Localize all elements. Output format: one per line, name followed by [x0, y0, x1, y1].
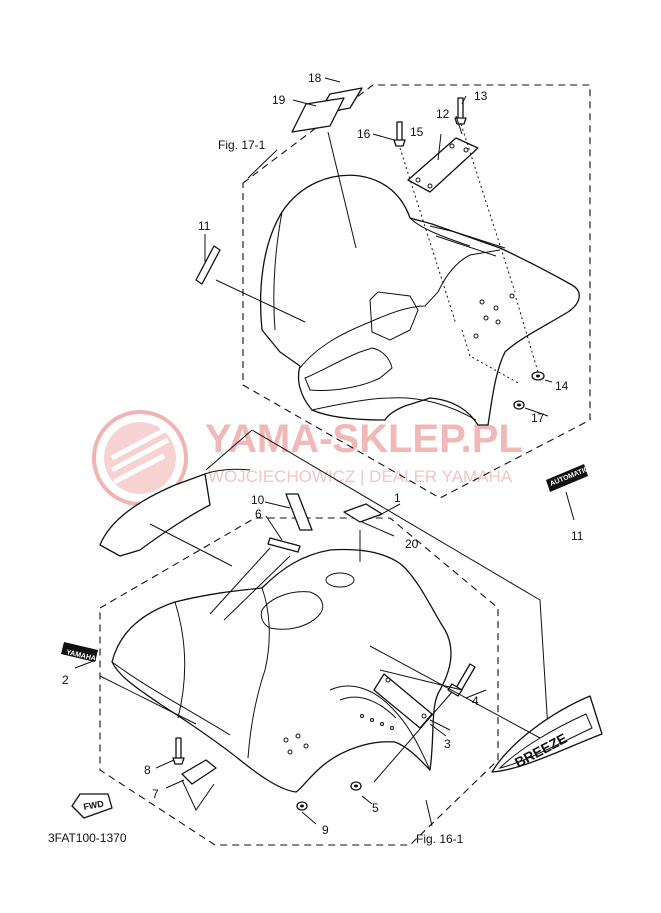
front-fender-holes — [283, 714, 394, 755]
decal-10 — [285, 493, 313, 531]
decal-6 — [267, 537, 301, 553]
rear-fender-ridge — [273, 211, 471, 331]
callout-13: 13 — [474, 89, 488, 103]
plate-15 — [407, 137, 479, 193]
watermark-brand: YAMA-SKLEP.PL — [205, 417, 523, 461]
bolt-4 — [447, 663, 476, 697]
washer-17-guide — [461, 329, 521, 385]
callout-18: 18 — [308, 71, 322, 85]
plate-3 — [373, 673, 433, 729]
bolt-16 — [393, 121, 406, 147]
callout-15: 15 — [410, 125, 424, 139]
decal-11-upper — [195, 245, 221, 285]
front-fender-cap-hole — [325, 572, 355, 588]
callout-6: 6 — [255, 507, 262, 521]
bolt-16-guide — [399, 147, 457, 325]
fwd-label: FWD — [83, 798, 105, 811]
callouts: 18 19 13 12 16 15 11 14 17 11 1 20 10 6 … — [48, 71, 584, 846]
front-side-cover-left — [99, 473, 211, 557]
callout-1: 1 — [394, 491, 401, 505]
rear-fender-tub — [304, 347, 393, 391]
bolt-13 — [454, 97, 467, 125]
rear-fender-group — [195, 84, 591, 499]
washer-14 — [531, 371, 545, 381]
watermark-subtitle: WOJCIECHOWICZ | DEALER YAMAHA — [208, 467, 513, 486]
front-fender — [111, 548, 452, 793]
callout-5: 5 — [372, 801, 379, 815]
callout-11-upper: 11 — [198, 219, 211, 233]
callout-14: 14 — [555, 379, 569, 393]
decal-20 — [343, 503, 383, 523]
washer-9 — [296, 801, 308, 811]
callout-3: 3 — [444, 737, 451, 751]
callout-16: 16 — [357, 127, 371, 141]
front-fender-fuel-cap-well — [260, 591, 324, 630]
rear-fender-seat-cutout — [369, 291, 419, 341]
front-fender-top-crest — [174, 587, 270, 759]
rear-fender-lower-edge — [311, 397, 477, 421]
front-fender-lower-edge — [111, 661, 231, 736]
decal-19 — [291, 97, 345, 133]
callout-2: 2 — [62, 673, 69, 687]
fig-16-1-label: Fig. 16-1 — [416, 832, 464, 846]
callout-12: 12 — [436, 107, 450, 121]
diagram-code: 3FAT100-1370 — [48, 831, 127, 845]
fig-17-1-boundary — [242, 84, 591, 499]
rear-fender-skirt — [429, 225, 506, 257]
callout-4: 4 — [472, 694, 479, 708]
decal-11-automatic: AUTOMATIC — [546, 464, 590, 492]
fender-outline-frame — [205, 429, 549, 731]
callout-7: 7 — [152, 787, 159, 801]
callout-9: 9 — [322, 823, 329, 837]
leader-lines — [74, 77, 575, 827]
callout-8: 8 — [144, 763, 151, 777]
callout-11-lower: 11 — [571, 529, 584, 543]
callout-20: 20 — [405, 537, 419, 551]
fig-17-1-label: Fig. 17-1 — [218, 138, 266, 152]
watermark: YAMA-SKLEP.PL WOJCIECHOWICZ | DEALER YAM… — [92, 410, 523, 506]
rear-fender — [259, 174, 580, 426]
plate-7 — [181, 759, 217, 785]
fwd-arrow-decal: FWD — [71, 793, 113, 819]
callout-10: 10 — [251, 493, 265, 507]
front-fender-wheel-arch — [329, 685, 431, 771]
washer-17 — [513, 400, 525, 410]
callout-19: 19 — [272, 93, 286, 107]
bolt-8 — [172, 737, 185, 765]
grommet-5 — [350, 781, 362, 791]
front-fender-group: YAMAHA FWD BREEZE AUTOMATIC — [61, 429, 603, 846]
rear-fender-inner-well — [299, 249, 501, 369]
fig-16-1-boundary — [99, 517, 499, 846]
front-side-cover-edge — [204, 468, 251, 475]
decal-2-yamaha: YAMAHA — [61, 642, 98, 663]
rear-fender-holes — [473, 293, 515, 339]
callout-17: 17 — [531, 411, 545, 425]
